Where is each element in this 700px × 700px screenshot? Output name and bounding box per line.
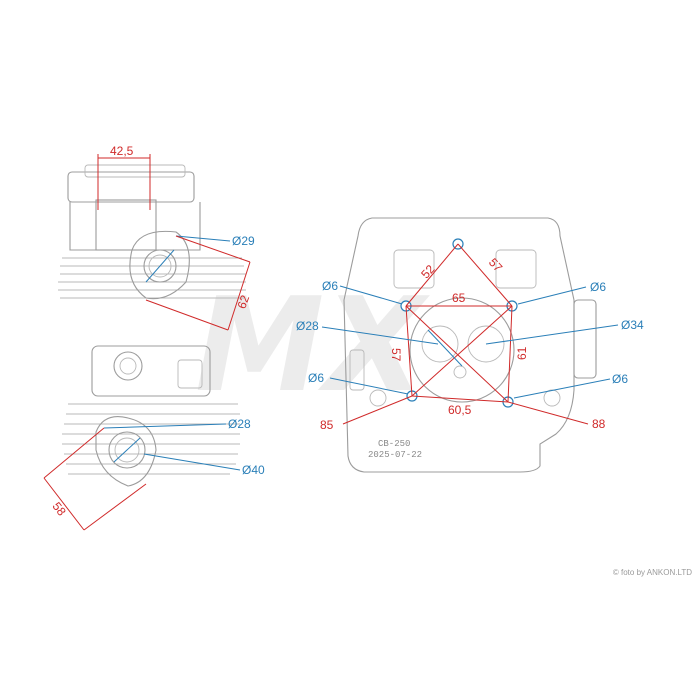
face-view-blue-lines xyxy=(321,285,619,399)
dim-face-57-top: 57 xyxy=(486,255,506,275)
photo-credit: © foto by ANKON.LTD xyxy=(612,568,692,577)
dim-face-85: 85 xyxy=(320,418,334,432)
dim-face-60-5: 60,5 xyxy=(448,403,472,417)
top-view-dimensions: 42,5 Ø29 62 xyxy=(97,144,255,331)
dim-top-bolt: 62 xyxy=(235,293,253,311)
dim-face-hole-tr: Ø6 xyxy=(590,280,606,294)
face-view-sketch xyxy=(343,217,597,473)
dim-face-hole-bl: Ø6 xyxy=(308,371,324,385)
dim-face-65: 65 xyxy=(452,291,466,305)
dim-intake-inner: Ø28 xyxy=(228,417,251,431)
side-view-sketch xyxy=(62,345,240,487)
stamp-date: 2025-07-22 xyxy=(368,450,422,460)
dim-intake-outer: Ø40 xyxy=(242,463,265,477)
dim-side-bolt: 58 xyxy=(50,499,69,518)
dim-exhaust-port: Ø29 xyxy=(232,234,255,248)
dim-face-hole-tl: Ø6 xyxy=(322,279,338,293)
dim-face-valve-28: Ø28 xyxy=(296,319,319,333)
dim-face-57-left: 57 xyxy=(389,348,403,362)
dim-face-61: 61 xyxy=(515,346,529,360)
dim-face-hole-br: Ø6 xyxy=(612,372,628,386)
watermark: MX xyxy=(195,269,430,421)
dim-face-88: 88 xyxy=(592,417,606,431)
dim-face-valve-34: Ø34 xyxy=(621,318,644,332)
top-view-sketch xyxy=(58,164,246,300)
stamp-model: CB-250 xyxy=(378,439,410,449)
face-view-red-lines xyxy=(342,243,589,425)
dim-top-width: 42,5 xyxy=(110,144,134,158)
